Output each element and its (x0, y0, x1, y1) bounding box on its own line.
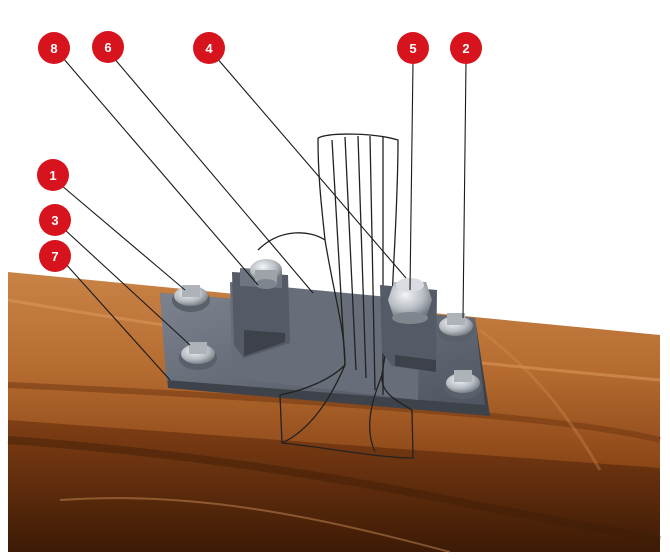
leader-line-8 (62, 57, 259, 286)
rail (257, 133, 414, 459)
screw-spike-right-bottom (444, 370, 482, 399)
leader-line-4 (215, 56, 407, 279)
callout-3-label: 3 (51, 213, 58, 228)
callout-2-label: 2 (462, 41, 469, 56)
callout-1-label: 1 (49, 168, 56, 183)
callout-2: 2 (450, 32, 482, 64)
leader-line-7 (63, 261, 171, 381)
callout-8: 8 (38, 32, 70, 64)
leader-line-3 (63, 228, 191, 346)
callout-4: 4 (193, 32, 225, 64)
callout-5-label: 5 (409, 41, 416, 56)
callout-4-label: 4 (205, 41, 213, 56)
callout-6-label: 6 (104, 40, 111, 55)
screw-spike-left-top (172, 285, 210, 312)
callout-3: 3 (39, 204, 71, 236)
leader-line-5 (409, 61, 414, 291)
callout-7-label: 7 (51, 249, 58, 264)
callout-8-label: 8 (50, 41, 57, 56)
screw-spike-left-bottom (179, 342, 217, 370)
callout-7: 7 (39, 240, 71, 272)
callout-1: 1 (37, 159, 69, 191)
callout-6: 6 (92, 31, 124, 63)
screw-spike-right-top (437, 313, 475, 342)
leader-line-2 (462, 61, 467, 319)
callout-5: 5 (397, 32, 429, 64)
bolt-center-left (250, 259, 282, 289)
leader-lines (60, 56, 467, 381)
leader-line-1 (60, 184, 186, 291)
leader-line-6 (112, 56, 314, 294)
